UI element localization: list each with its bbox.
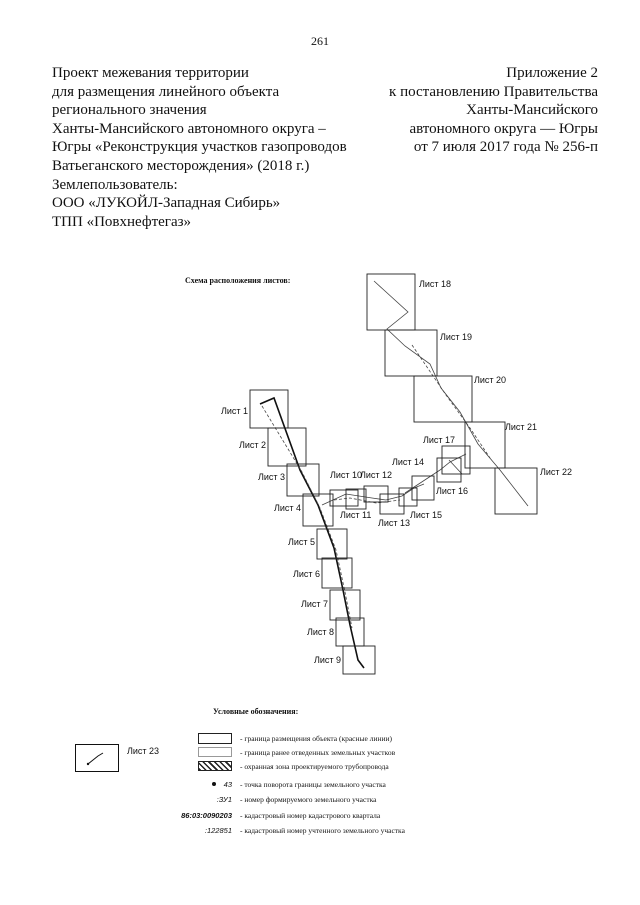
previous-allotment-swatch bbox=[198, 747, 232, 757]
pipeline-line bbox=[448, 459, 463, 475]
pipeline-line bbox=[261, 405, 353, 629]
sheet-frame bbox=[342, 645, 376, 675]
legend-item: - граница ранее отведенных земельных уча… bbox=[150, 745, 395, 759]
sheet-label: Лист 22 bbox=[540, 467, 572, 477]
inset-sheet-frame bbox=[75, 744, 119, 772]
legend-item-text: - граница размещения объекта (красные ли… bbox=[240, 733, 393, 743]
sheet-label: Лист 18 bbox=[419, 279, 451, 289]
sheet-frame bbox=[436, 457, 462, 483]
inset-sheet-label: Лист 23 bbox=[127, 746, 160, 756]
project-title-line: регионального значения bbox=[52, 102, 207, 119]
sheet-label: Лист 19 bbox=[440, 332, 472, 342]
page-number: 261 bbox=[311, 34, 329, 48]
sheet-frame bbox=[413, 375, 473, 423]
sheet-label: Лист 4 bbox=[274, 503, 301, 513]
sheet-label: Лист 5 bbox=[288, 537, 315, 547]
legend-item: - охранная зона проектируемого трубопров… bbox=[150, 759, 389, 773]
appendix-line: автономного округа — Югры bbox=[409, 120, 598, 137]
legend-item-text: - номер формируемого земельного участка bbox=[240, 794, 377, 804]
cadastral-plot-sample: :122851 bbox=[204, 825, 232, 835]
plot-number-sample: :ЗУ1 bbox=[216, 794, 232, 804]
appendix-block: Приложение 2 к постановлению Правительст… bbox=[389, 64, 598, 157]
sheet-frame bbox=[441, 445, 471, 475]
pipeline-route bbox=[259, 280, 529, 669]
legend-item: 86:03:0090203 - кадастровый номер кадаст… bbox=[150, 808, 380, 822]
land-user-label: Землепользователь: bbox=[52, 176, 178, 193]
turn-point-icon bbox=[211, 782, 216, 786]
sheet-label: Лист 15 bbox=[410, 510, 442, 520]
land-user-line: ООО «ЛУКОЙЛ-Западная Сибирь» bbox=[52, 195, 281, 212]
sheet-frame bbox=[345, 488, 367, 510]
sheet-frame bbox=[494, 467, 538, 515]
cadastral-quarter-sample: 86:03:0090203 bbox=[181, 810, 232, 820]
appendix-line: от 7 июля 2017 года № 256-п bbox=[413, 139, 598, 156]
sheet-label: Лист 9 bbox=[314, 655, 341, 665]
sheet-label: Лист 21 bbox=[505, 422, 537, 432]
land-user-line: ТПП «Повхнефтегаз» bbox=[52, 213, 192, 230]
legend-title: Условные обозначения: bbox=[213, 707, 299, 716]
sheet-label: Лист 10 bbox=[330, 470, 362, 480]
turn-point-number: 43 bbox=[223, 779, 232, 789]
pipeline-line bbox=[259, 396, 365, 669]
project-title-block: Проект межевания территории для размещен… bbox=[52, 64, 347, 231]
project-title-line: Проект межевания территории bbox=[52, 65, 249, 81]
sheet-frame bbox=[316, 528, 348, 560]
legend-item-text: - кадастровый номер кадастрового квартал… bbox=[240, 810, 381, 820]
sheet-label: Лист 12 bbox=[360, 470, 392, 480]
pipeline-line bbox=[411, 344, 491, 459]
legend-item: - граница размещения объекта (красные ли… bbox=[150, 731, 392, 745]
sheet-label: Лист 1 bbox=[221, 406, 248, 416]
sheet-frame bbox=[398, 487, 418, 507]
appendix-line: Ханты-Мансийского bbox=[466, 102, 598, 119]
pipeline-line bbox=[373, 280, 529, 507]
legend-item-text: - граница ранее отведенных земельных уча… bbox=[240, 747, 396, 757]
sheet-label: Лист 13 bbox=[378, 518, 410, 528]
sheet-frame bbox=[329, 589, 361, 621]
project-title-line: Югры «Реконструкция участков газопроводо… bbox=[52, 139, 347, 156]
sheet-label: Лист 17 bbox=[423, 435, 455, 445]
project-title-line: для размещения линейного объекта bbox=[52, 83, 280, 100]
legend-item-text: - охранная зона проектируемого трубопров… bbox=[240, 761, 389, 771]
sheet-frame bbox=[302, 493, 334, 527]
sheet-label: Лист 11 bbox=[340, 510, 371, 520]
red-line-boundary-swatch bbox=[198, 732, 232, 744]
legend-item-text: - точка поворота границы земельного учас… bbox=[240, 779, 386, 789]
sheet-frames: Лист 1 Лист 2 Лист 3 Лист 4 Лист 5 Лист 6 Лист… bbox=[221, 273, 572, 675]
sheet-frame bbox=[321, 557, 353, 589]
scheme-title: Схема расположения листов: bbox=[185, 276, 291, 285]
sheet-frame bbox=[286, 463, 320, 497]
project-title-line: Ватьеганского месторождения» (2018 г.) bbox=[52, 157, 310, 174]
sheet-label: Лист 14 bbox=[392, 457, 424, 467]
sheet-label: Лист 7 bbox=[301, 599, 328, 609]
project-title-line: Ханты-Мансийского автономного округа – bbox=[52, 120, 326, 137]
sheet-frame bbox=[384, 329, 438, 377]
sheet-frame bbox=[411, 475, 435, 501]
sheet-frame bbox=[379, 493, 405, 515]
sheet-frame bbox=[329, 489, 359, 507]
sheet-frame bbox=[366, 273, 416, 331]
sheet-label: Лист 3 bbox=[258, 472, 285, 482]
appendix-line: Приложение 2 bbox=[506, 65, 598, 81]
legend-item: 43 - точка поворота границы земельного у… bbox=[150, 777, 386, 791]
sheet-label: Лист 16 bbox=[436, 486, 468, 496]
legend-item-text: - кадастровый номер учтенного земельного… bbox=[240, 825, 405, 835]
sheet-label: Лист 20 bbox=[474, 375, 506, 385]
inset-pipeline-icon bbox=[86, 752, 104, 766]
appendix-line: к постановлению Правительства bbox=[389, 83, 598, 100]
sheet-label: Лист 6 bbox=[293, 569, 320, 579]
sheet-frame bbox=[464, 421, 506, 469]
legend-item: :ЗУ1 - номер формируемого земельного уча… bbox=[150, 792, 377, 806]
sheet-label: Лист 2 bbox=[239, 440, 266, 450]
sheet-label: Лист 8 bbox=[307, 627, 334, 637]
protection-zone-swatch bbox=[198, 761, 232, 771]
legend-item: :122851 - кадастровый номер учтенного зе… bbox=[150, 823, 405, 837]
